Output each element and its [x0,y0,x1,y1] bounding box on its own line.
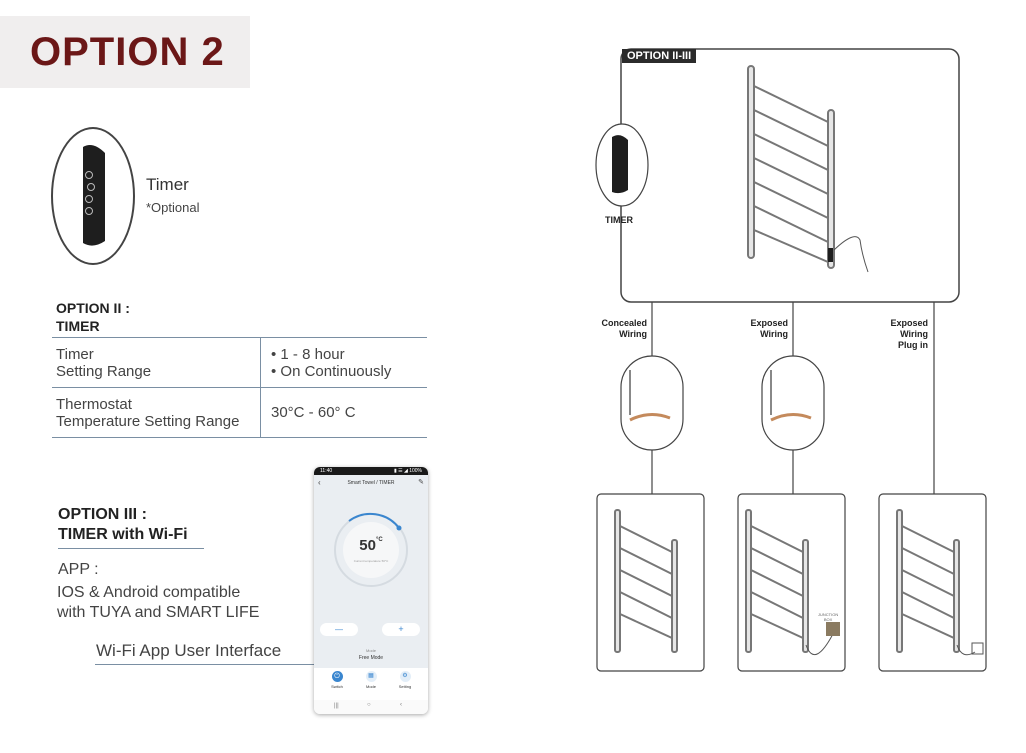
compat-line2: with TUYA and SMART LIFE [57,604,260,621]
wiring-label-exposed: Exposed Wiring [718,318,788,340]
spec-label-line: Setting Range [56,362,152,380]
nav-item-switch[interactable]: ⏻ Switch [328,671,346,689]
option2-heading-line2: TIMER [56,318,100,334]
wiring-label-plug-in: Exposed Wiring Plug in [858,318,928,351]
power-icon: ⏻ [331,671,343,682]
app-ui-caption: Wi-Fi App User Interface [96,641,282,660]
status-icons: ▮ ☰ ◢ 100% [393,468,422,474]
install-box-plug-in [878,493,987,672]
exposed-wiring-pill [761,355,825,451]
junction-label-line: JUNCTION [818,612,839,617]
temperature-unit: °C [375,537,383,543]
spec-value-line: 30°C - 60° C [271,404,356,421]
mode-value: Free Mode [358,655,384,661]
app-label: APP : [58,561,99,578]
install-box-exposed [737,493,846,672]
plus-label: + [398,624,404,634]
plus-button[interactable]: + [382,623,420,636]
spec-value-cell: 30°C - 60° C [260,387,427,438]
spec-value-cell: • 1 - 8 hour • On Continuously [260,337,427,388]
option3-underline [58,548,204,549]
wiring-label-line: Wiring [619,329,647,339]
minus-button[interactable]: — [320,623,358,636]
wiring-label-line: Exposed [890,318,928,328]
wiring-diagram [595,48,987,672]
android-nav-bar: ||| ○ ‹ [314,700,428,714]
title-band [0,16,250,88]
recents-button[interactable]: ||| [334,703,339,709]
wiring-label-line: Wiring [760,329,788,339]
back-arrow-icon[interactable]: ‹ [318,478,321,487]
phone-mockup: 11:40 ▮ ☰ ◢ 100% ‹ Smart Towel / TIMER ✎… [314,467,428,714]
nav-label: Setting [398,684,412,689]
spec-label-cell: Timer Setting Range [52,337,261,388]
towel-rail-drawing [747,65,869,273]
wiring-label-line: Concealed [601,318,647,328]
option3-heading-line2: TIMER with Wi-Fi [58,526,188,543]
phone-screen: ‹ Smart Towel / TIMER ✎ 50°C Current tem… [314,475,428,700]
phone-title: Smart Towel / TIMER [347,480,395,486]
home-button[interactable]: ○ [367,702,371,708]
install-box-concealed [596,493,705,672]
spec-value-line: • 1 - 8 hour [271,345,345,363]
table-row: Thermostat Temperature Setting Range 30°… [52,387,427,438]
timer-optional-note: *Optional [146,200,200,215]
option2-heading-line1: OPTION II : [56,300,130,316]
table-row: Timer Setting Range • 1 - 8 hour • On Co… [52,337,427,388]
compat-line1: IOS & Android compatible [57,584,241,601]
grid-icon: ▦ [365,671,377,682]
wiring-label-line: Plug in [898,340,928,350]
temperature-dial[interactable] [314,495,428,605]
nav-label: Mode [365,684,376,689]
status-time: 11:40 [320,468,333,474]
spec-label-line: Timer [56,345,94,363]
timer-device-oval [51,127,135,265]
mode-label: Mode [365,648,376,653]
spec-label-line: Thermostat [56,395,132,413]
wiring-label-line: Exposed [750,318,788,328]
option-tag: OPTION II-III [622,49,697,63]
option2-spec-table: Timer Setting Range • 1 - 8 hour • On Co… [52,337,427,438]
dial-subtext: Current temperature 50°C [353,559,389,563]
back-button[interactable]: ‹ [400,702,402,708]
dial-temperature: 50°C [314,537,428,554]
page-title: OPTION 2 [30,30,225,74]
spec-label-line: Temperature Setting Range [56,412,240,430]
junction-label-line: BOX [823,617,833,622]
gear-icon: ⚙ [399,671,411,682]
temperature-value: 50 [359,537,376,554]
nav-item-mode[interactable]: ▦ Mode [362,671,380,689]
wiring-label-concealed: Concealed Wiring [577,318,647,340]
phone-bottom-nav: ⏻ Switch ▦ Mode ⚙ Setting [314,668,428,700]
minus-label: — [335,625,343,634]
wiring-label-line: Wiring [900,329,928,339]
nav-item-setting[interactable]: ⚙ Setting [396,671,414,689]
nav-label: Switch [331,684,343,689]
timer-label: Timer [146,175,189,194]
timer-device-icon [83,145,105,246]
spec-label-cell: Thermostat Temperature Setting Range [52,387,261,438]
phone-header: ‹ Smart Towel / TIMER ✎ [314,475,428,491]
app-ui-caption-underline [95,664,314,665]
spec-value-line: • On Continuously [271,362,392,380]
diagram-timer-label: TIMER [605,215,633,225]
option3-heading-line1: OPTION III : [58,506,147,523]
edit-icon[interactable]: ✎ [418,479,424,486]
phone-status-bar: 11:40 ▮ ☰ ◢ 100% [314,467,428,475]
concealed-wiring-pill [620,355,684,451]
junction-box-label: JUNCTION BOX [818,612,838,622]
